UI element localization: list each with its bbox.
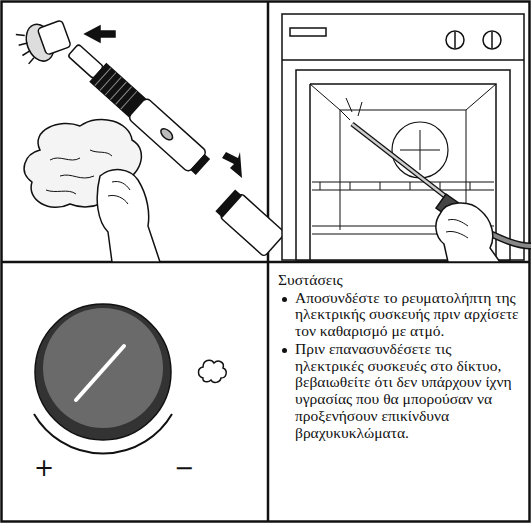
recommendation-text: Πριν επανασυνδέσετε τις ηλεκτρικές συσκε… — [295, 341, 522, 441]
dial-sign: + — [34, 456, 54, 480]
steam-symbol — [199, 360, 227, 382]
bullet-dot — [282, 297, 287, 302]
steam-wand-assembly — [14, 15, 286, 262]
control-dial — [34, 304, 172, 454]
bullet-dot — [282, 348, 287, 353]
oven-illustration — [282, 14, 531, 262]
bullet-row: Αποσυνδέστε το ρευματολήπτη της ηλεκτρικ… — [278, 290, 522, 340]
bullet-row: Πριν επανασυνδέσετε τις ηλεκτρικές συσκε… — [278, 341, 522, 441]
recommendations-panel: ΣυστάσειςΑποσυνδέστε το ρευματολήπτη της… — [276, 268, 526, 446]
dial-sign: − — [174, 456, 194, 480]
panel-heading: Συστάσεις — [278, 272, 522, 289]
heading-row: Συστάσεις — [278, 272, 522, 289]
recommendation-text: Αποσυνδέστε το ρευματολήπτη της ηλεκτρικ… — [295, 290, 522, 340]
